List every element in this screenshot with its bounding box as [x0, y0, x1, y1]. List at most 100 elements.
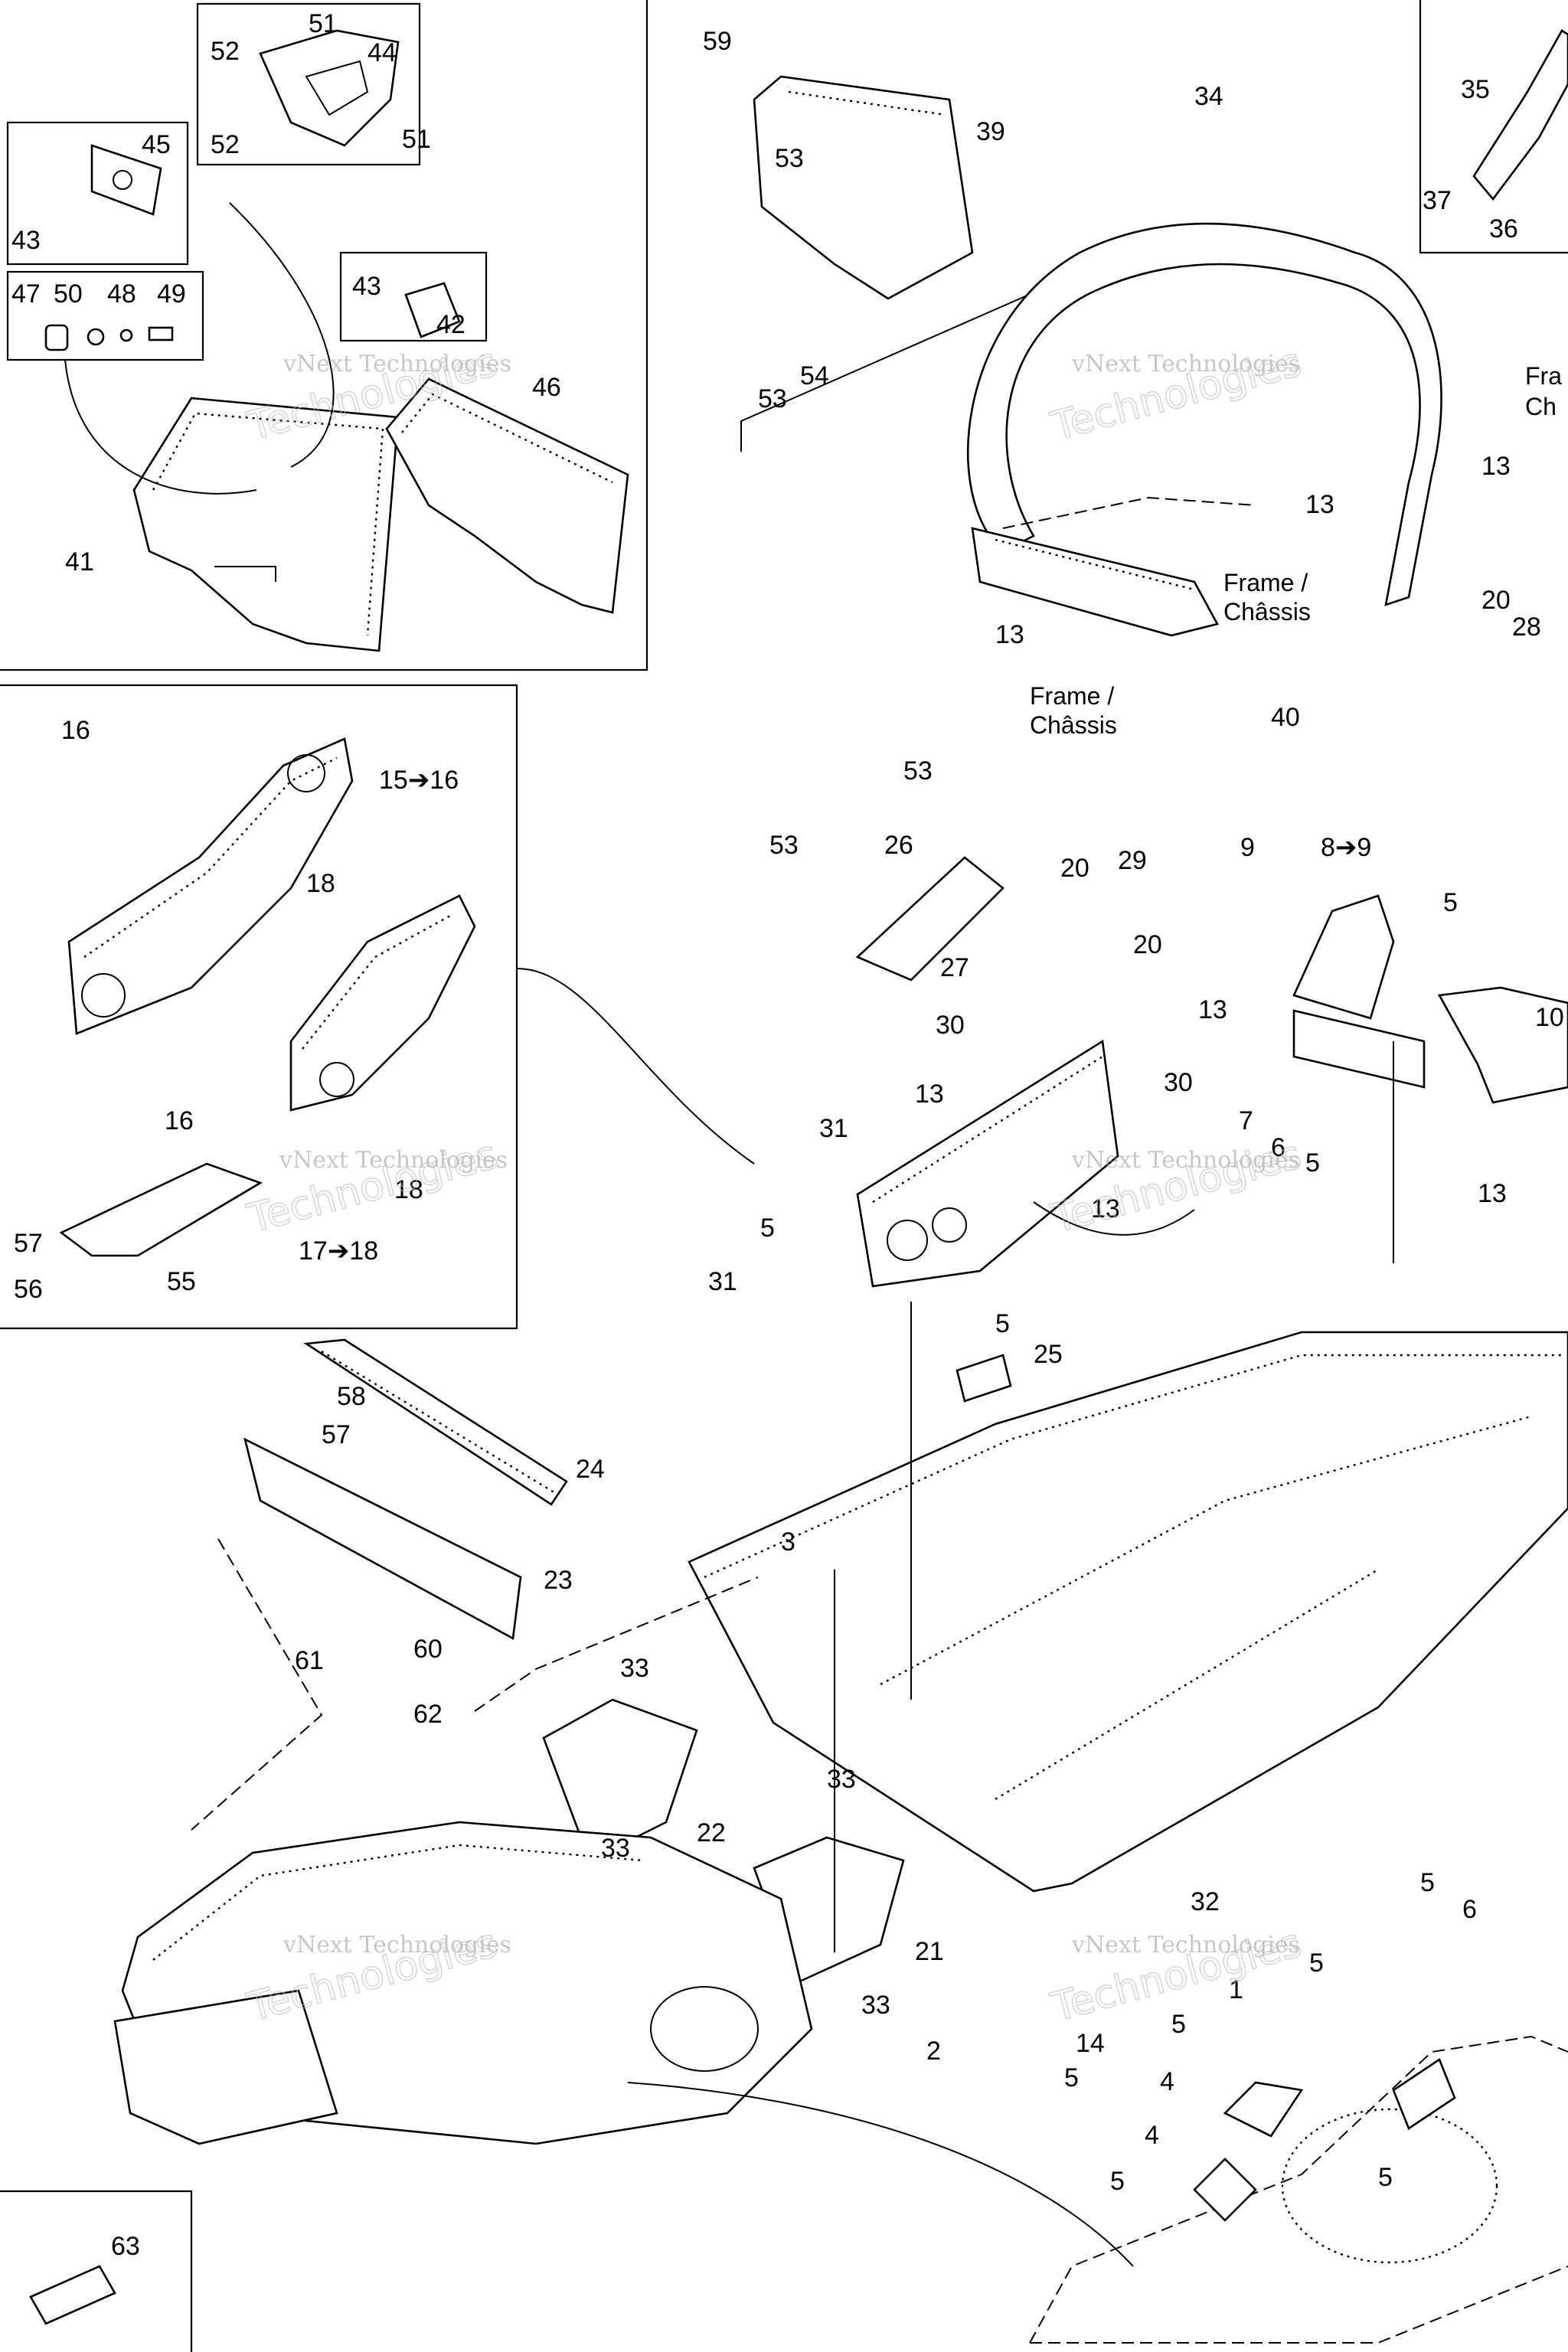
callout: 33 — [827, 1765, 856, 1794]
callout: 13 — [1305, 490, 1334, 519]
callout: 54 — [800, 361, 829, 390]
chassis-label: Châssis — [1223, 598, 1311, 626]
leader-curve-16 — [516, 968, 755, 1165]
roll-bar-34 — [967, 222, 1442, 637]
bracket-44 — [259, 29, 400, 147]
callout: 14 — [1076, 2029, 1105, 2058]
callout: 5 — [1305, 1148, 1320, 1178]
callout: 18 — [394, 1175, 423, 1204]
chassis-label-cut: Ch — [1525, 393, 1557, 420]
tunnel-main — [688, 1331, 1568, 1893]
callout: 15➔16 — [379, 766, 459, 795]
callout: 33 — [601, 1834, 630, 1863]
callout: 5 — [760, 1214, 775, 1243]
callout: 52 — [211, 37, 240, 66]
callout: 20 — [1481, 586, 1511, 615]
callout: 27 — [940, 953, 969, 982]
frame-label: Frame / — [1223, 569, 1308, 596]
callout: 33 — [620, 1654, 649, 1683]
channel-31 — [856, 1039, 1119, 1288]
frame-label: Frame / — [1030, 682, 1114, 710]
callout: 13 — [915, 1080, 944, 1109]
callout: 9 — [1240, 833, 1255, 862]
callout: 57 — [14, 1229, 43, 1258]
callout: 13 — [1091, 1194, 1120, 1223]
callout: 28 — [1512, 612, 1541, 642]
callout: 56 — [14, 1275, 43, 1304]
callout: 51 — [309, 9, 338, 38]
panel-46 — [385, 377, 629, 614]
callout: 51 — [402, 125, 431, 154]
callout: 53 — [769, 831, 799, 860]
panel-41 — [132, 397, 400, 652]
top-left-frame — [0, 0, 648, 671]
callout: 7 — [1239, 1106, 1253, 1135]
tube-63 — [29, 2265, 116, 2325]
bracket-8 — [1292, 894, 1426, 1089]
watermark-text: vNext Technologies — [283, 1932, 511, 1958]
callout: 5 — [1378, 2163, 1393, 2192]
callout: 60 — [413, 1635, 443, 1664]
callout: 6 — [1462, 1895, 1477, 1924]
callout: 42 — [436, 310, 466, 339]
callout: 26 — [884, 831, 913, 860]
bracket-leader-59 — [740, 290, 1038, 452]
callout: 20 — [1133, 930, 1162, 959]
callout: 10 — [1535, 1003, 1564, 1032]
callout: 57 — [322, 1420, 351, 1449]
callout: 59 — [703, 27, 732, 56]
top-right-frame — [1419, 0, 1568, 254]
callout: 13 — [995, 620, 1024, 649]
middle-left-frame — [0, 684, 518, 1330]
callout: 5 — [1171, 2010, 1186, 2039]
callout: 33 — [861, 1991, 890, 2020]
channel-10 — [1437, 986, 1568, 1104]
callout: 5 — [1064, 2063, 1079, 2092]
side-panel-18 — [289, 894, 476, 1112]
channel-23 — [243, 1437, 522, 1641]
callout: 5 — [1110, 2167, 1125, 2196]
callout: 25 — [1034, 1340, 1063, 1369]
callout: 52 — [211, 130, 240, 159]
callout: 50 — [54, 279, 83, 309]
callout: 13 — [1481, 452, 1511, 481]
callout: 46 — [532, 373, 561, 402]
callout: 63 — [111, 2232, 140, 2261]
callout: 4 — [1160, 2067, 1174, 2096]
leader-curve-44 — [229, 202, 335, 468]
callout: 5 — [1443, 888, 1458, 917]
fastener-47-50 — [44, 324, 174, 351]
callout: 16 — [165, 1106, 194, 1135]
callout: 6 — [1271, 1133, 1285, 1162]
strip-24 — [303, 1338, 568, 1506]
callout: 18 — [306, 869, 335, 898]
watermark-text: vNext Technologies — [279, 1147, 508, 1174]
callout: 31 — [708, 1267, 737, 1296]
callout: 23 — [544, 1566, 573, 1595]
callout: 5 — [1420, 1868, 1435, 1897]
chassis-label: Châssis — [1030, 711, 1117, 739]
callout: 29 — [1118, 846, 1147, 875]
callout: 3 — [781, 1527, 795, 1557]
assembly-lines — [191, 496, 1394, 2267]
callout: 48 — [107, 279, 136, 309]
callout: 39 — [976, 117, 1005, 146]
callout: 30 — [1164, 1068, 1193, 1097]
plate-55 — [59, 1162, 263, 1257]
callout: 13 — [1198, 995, 1227, 1024]
watermark-text: vNext Technologies — [1071, 1147, 1300, 1174]
bracket-4 — [1193, 2081, 1304, 2222]
inset-bracket-42 — [339, 251, 488, 342]
leader-curve-41 — [64, 359, 257, 495]
panel-53 — [753, 75, 974, 300]
callout: 36 — [1489, 214, 1518, 243]
bracket-35 — [1472, 29, 1568, 201]
callout: 5 — [995, 1309, 1010, 1338]
callout: 13 — [1478, 1179, 1507, 1208]
callout: 41 — [65, 547, 94, 577]
plate-6 — [1392, 2058, 1456, 2130]
callout: 61 — [295, 1646, 324, 1675]
callout: 5 — [1309, 1949, 1324, 1978]
bracket-42 — [404, 282, 461, 338]
